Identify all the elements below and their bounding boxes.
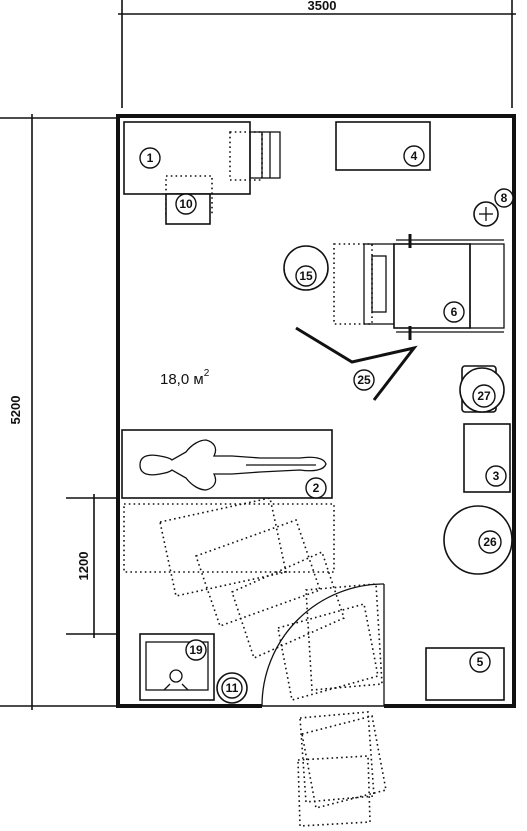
door <box>261 583 385 707</box>
badge-round-table-large: 26 <box>478 530 502 554</box>
svg-text:15: 15 <box>299 269 313 283</box>
svg-text:6: 6 <box>451 305 458 319</box>
svg-text:25: 25 <box>357 373 371 387</box>
width-dimension: 3500 <box>118 0 516 108</box>
svg-text:10: 10 <box>179 197 193 211</box>
badge-wheelchair: 6 <box>443 301 465 323</box>
badge-sink: 19 <box>185 639 207 661</box>
badge-cabinet-top: 4 <box>403 145 425 167</box>
badge-cabinet-right: 3 <box>485 465 507 487</box>
bed <box>121 429 333 499</box>
width-dimension-label: 3500 <box>308 0 337 13</box>
wheelchair-turning-paths <box>123 497 387 827</box>
frame <box>295 326 418 401</box>
badge-bin: 11 <box>221 677 243 699</box>
badge-desk: 1 <box>139 147 161 169</box>
badge-outlet: 8 <box>494 188 514 208</box>
svg-text:2: 2 <box>313 481 320 495</box>
badge-cabinet-bottom: 5 <box>469 651 491 673</box>
patient-silhouette <box>139 439 327 491</box>
desk <box>123 121 281 195</box>
height-dimension-label: 5200 <box>8 396 23 425</box>
svg-text:26: 26 <box>483 535 497 549</box>
height-dimension: 5200 <box>0 114 118 710</box>
room-area-label: 18,0 м2 <box>160 368 210 388</box>
badge-chair: 10 <box>175 193 197 215</box>
badge-stool: 15 <box>295 265 317 287</box>
round-table-large <box>443 505 513 575</box>
wheelchair <box>333 234 505 340</box>
svg-text:11: 11 <box>226 681 239 695</box>
clearance-dimension-label: 1200 <box>76 552 91 581</box>
svg-text:1: 1 <box>147 151 154 165</box>
svg-text:4: 4 <box>411 149 418 163</box>
clearance-dimension: 1200 <box>66 494 118 638</box>
cabinet-bottom <box>425 647 505 701</box>
badge-round-table-small: 27 <box>472 384 496 408</box>
svg-text:19: 19 <box>189 643 203 657</box>
outlet <box>473 201 499 227</box>
svg-text:5: 5 <box>477 655 484 669</box>
svg-text:27: 27 <box>477 389 491 403</box>
badge-bed: 2 <box>305 477 327 499</box>
svg-text:8: 8 <box>501 191 508 205</box>
svg-text:3: 3 <box>493 469 500 483</box>
room-walls <box>116 114 516 708</box>
badge-frame: 25 <box>353 369 375 391</box>
